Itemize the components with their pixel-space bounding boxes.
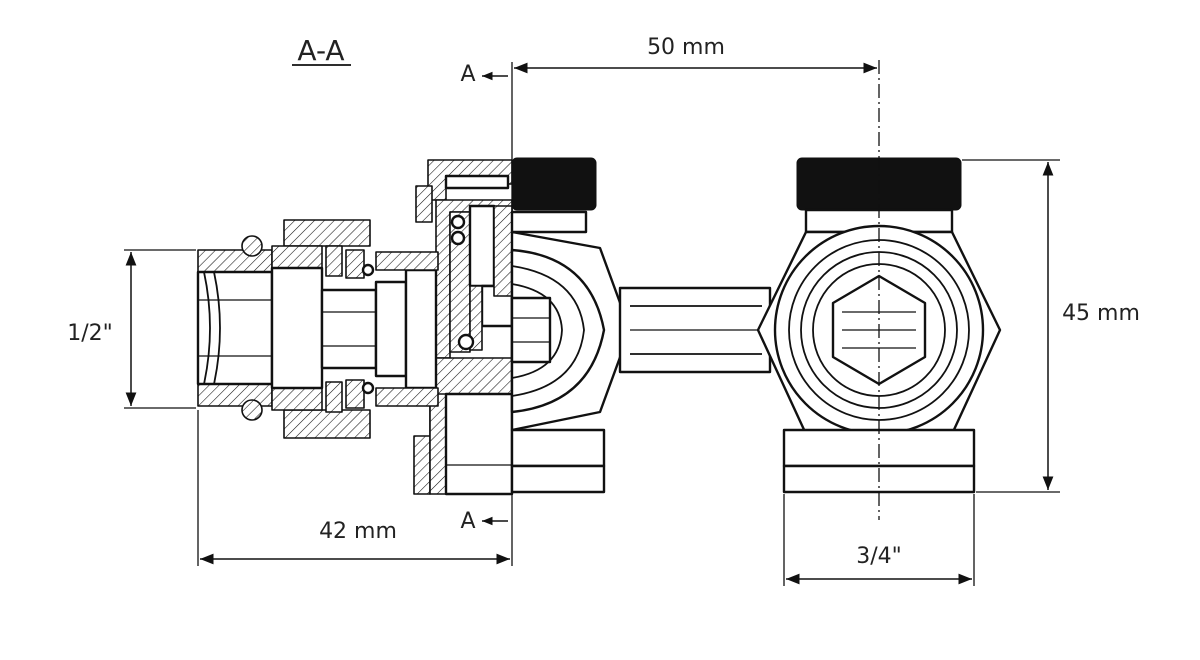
dimension-center-distance: 50 mm [514,35,877,74]
dimension-outlet-thread: 3/4" [783,494,975,586]
dimension-inlet-length: 42 mm [197,410,513,566]
dimension-height: 45 mm [962,159,1140,493]
svg-text:1/2": 1/2" [67,321,113,346]
svg-text:A: A [460,62,475,87]
svg-text:3/4": 3/4" [856,544,902,569]
section-label: A-A [297,34,344,67]
section-mark-top: A [460,62,508,87]
svg-text:A: A [460,509,475,534]
svg-text:42 mm: 42 mm [319,519,397,544]
section-mark-bottom: A [460,509,508,534]
dimension-inlet-thread: 1/2" [67,249,196,409]
svg-text:45 mm: 45 mm [1062,301,1140,326]
svg-text:50 mm: 50 mm [647,35,725,60]
left-valve-exterior [510,157,632,494]
bridge-tube [618,286,772,374]
inlet-union-connector [196,219,439,439]
